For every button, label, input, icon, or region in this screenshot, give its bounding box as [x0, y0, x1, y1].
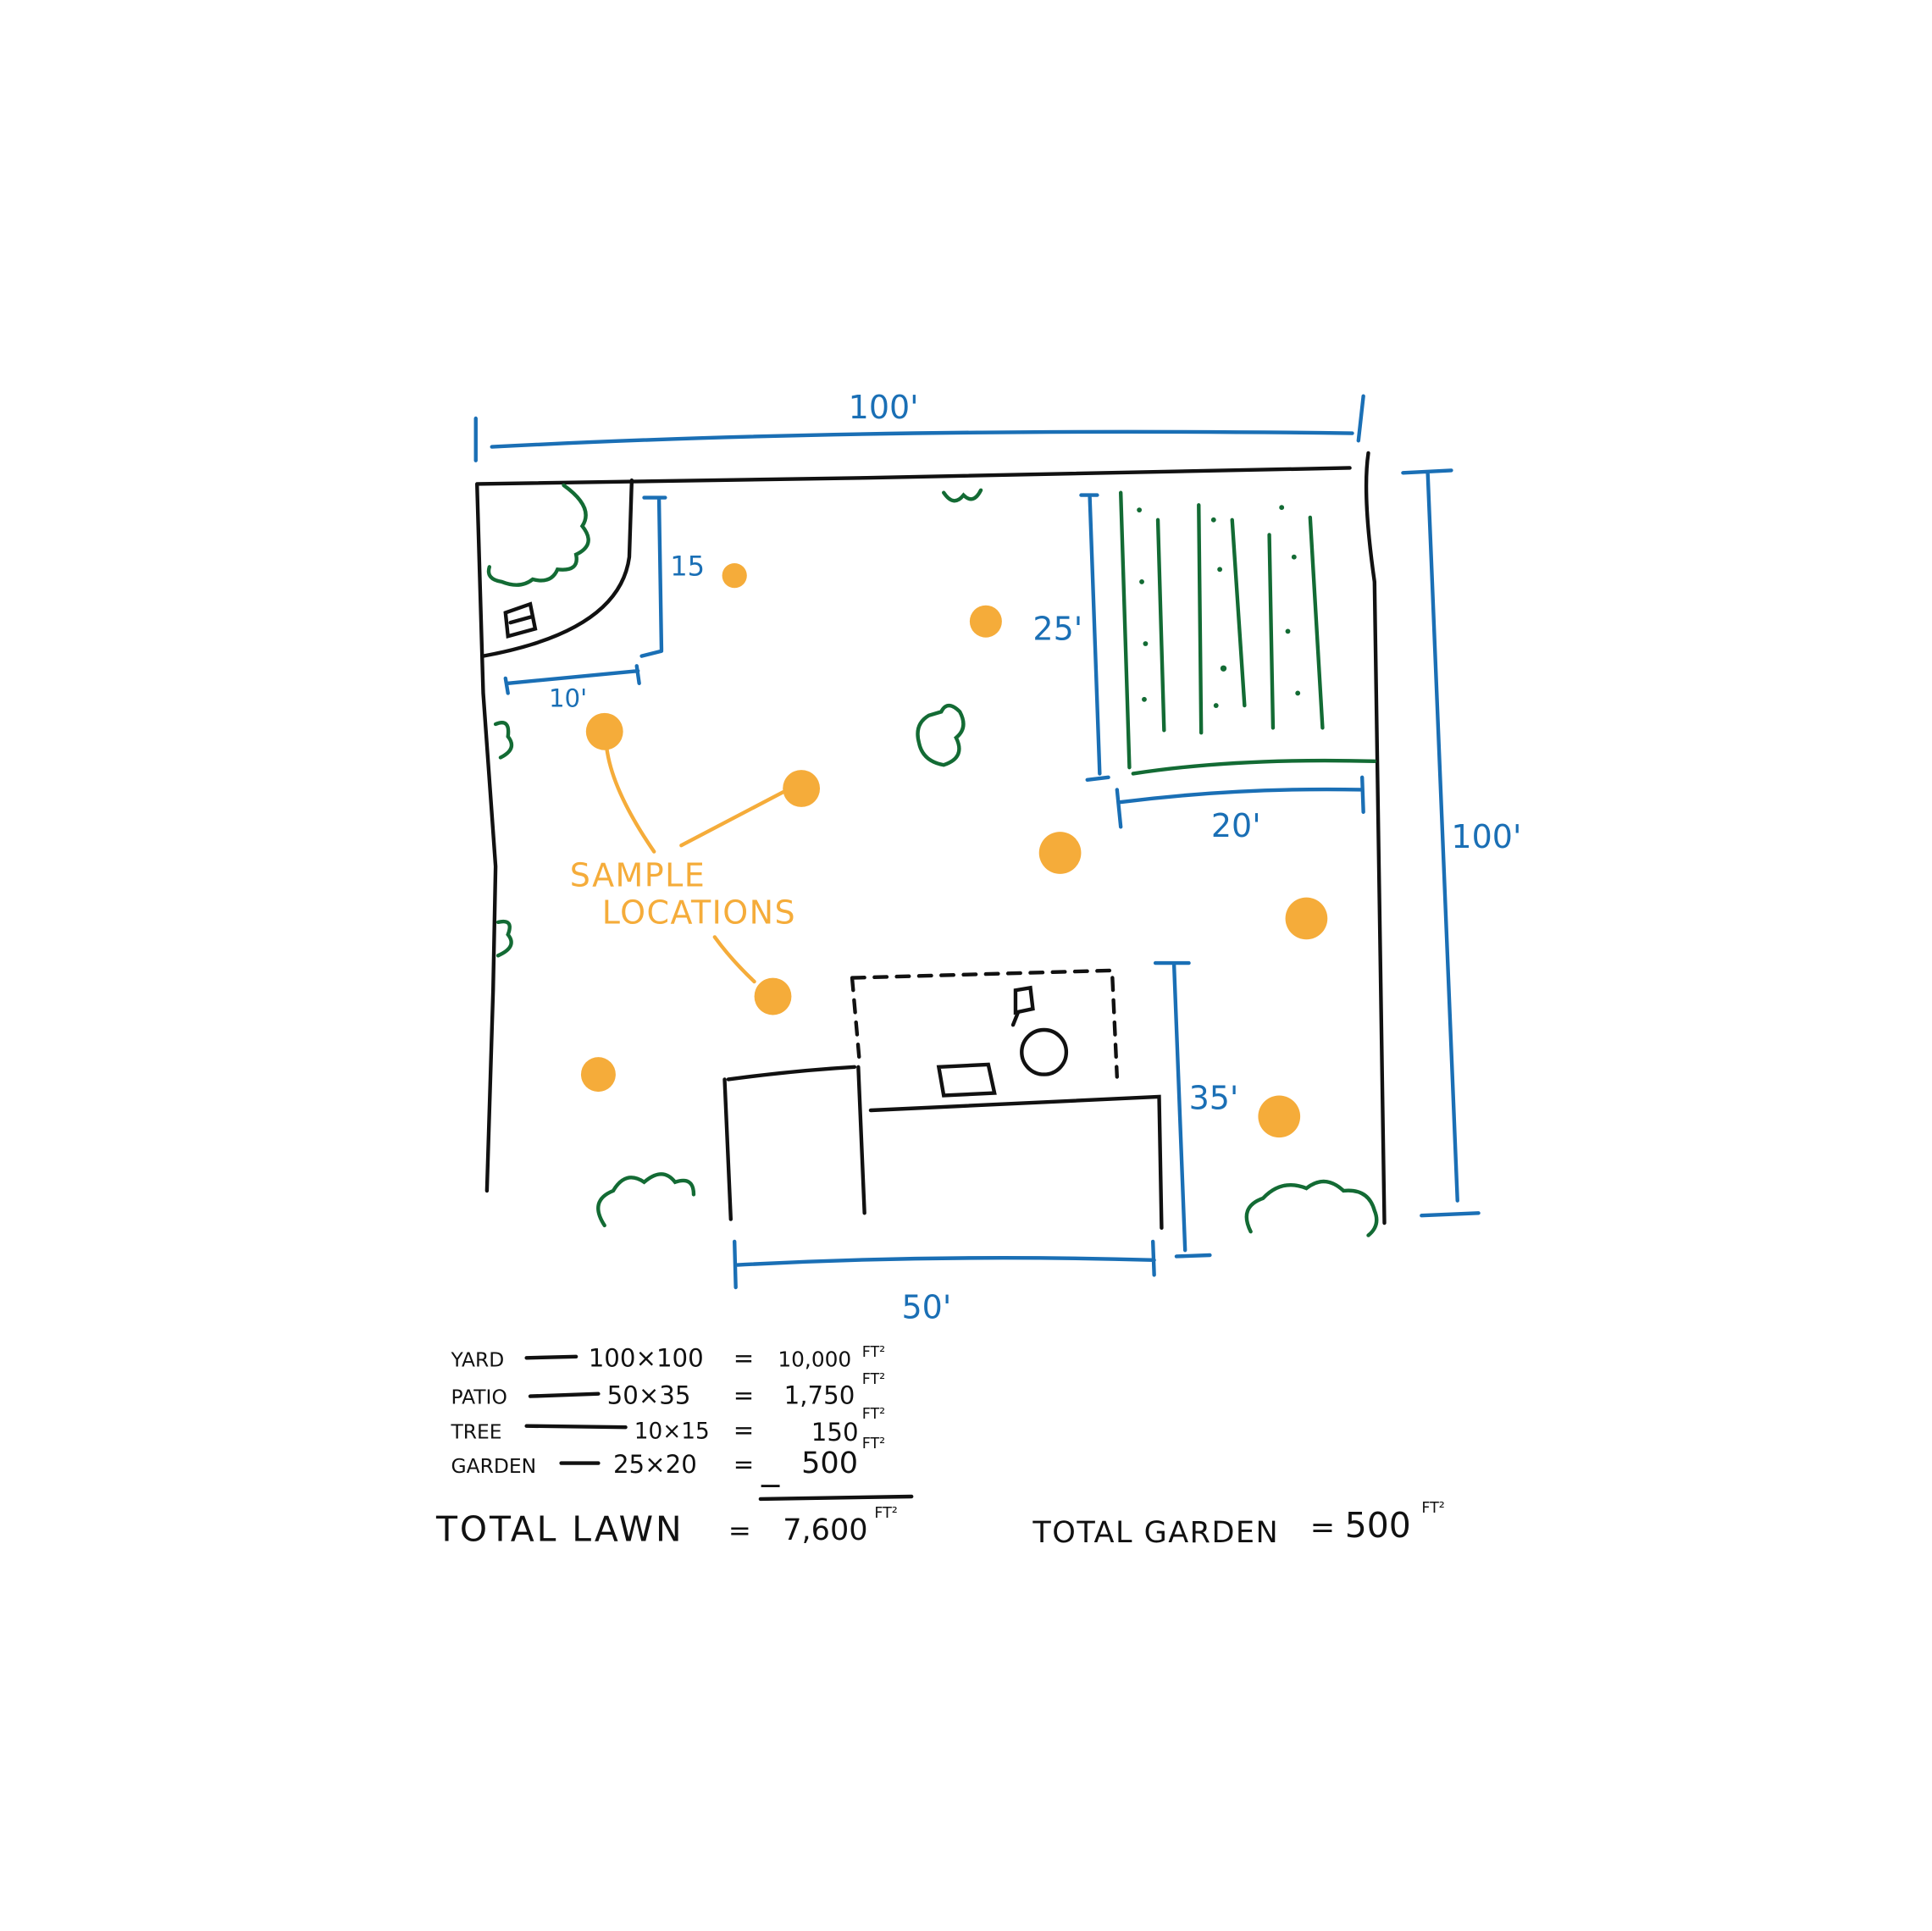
garden-beds [1119, 490, 1376, 776]
svg-text:PATIO: PATIO [451, 1385, 507, 1408]
label-garden-width: 20' [1211, 807, 1261, 844]
svg-text:TOTAL GARDEN: TOTAL GARDEN [1032, 1515, 1279, 1550]
label-tree-width: 10' [549, 684, 587, 713]
total-garden: TOTAL GARDEN = 500 FT² [1032, 1500, 1444, 1550]
label-yard-width: 100' [849, 389, 919, 426]
dim-line-patio-height [1153, 960, 1212, 1259]
sample-point [783, 770, 821, 807]
svg-text:YARD: YARD [451, 1348, 505, 1372]
dim-line-garden-height [1079, 493, 1110, 782]
sample-point [969, 605, 1002, 638]
svg-text:50×35: 50×35 [607, 1380, 691, 1409]
svg-text:500: 500 [801, 1446, 858, 1480]
svg-text:=: = [733, 1380, 754, 1409]
dim-line-yard-height [1401, 468, 1481, 1218]
svg-text:FT²: FT² [862, 1344, 885, 1361]
dim-line-tree-width [503, 664, 641, 695]
svg-text:FT²: FT² [1421, 1500, 1445, 1517]
sample-point [585, 712, 623, 750]
svg-text:FT²: FT² [862, 1406, 885, 1423]
annotation-leader-lines [605, 748, 785, 984]
annotation-sample: SAMPLE [570, 856, 706, 894]
calc-row-patio: PATIO 50×35 = 1,750 FT² [451, 1371, 886, 1409]
svg-text:25×20: 25×20 [613, 1450, 697, 1479]
shrub-icon [495, 919, 513, 958]
label-yard-height: 100' [1451, 818, 1521, 855]
label-patio-height: 35' [1189, 1080, 1239, 1117]
dim-line-patio-width [732, 1239, 1156, 1290]
patio-cover-outline [850, 968, 1119, 1079]
sample-point [1258, 1095, 1301, 1138]
svg-text:500: 500 [1345, 1505, 1411, 1546]
dim-line-garden-width [1115, 775, 1365, 829]
svg-text:=: = [728, 1514, 751, 1546]
svg-text:100×100: 100×100 [589, 1344, 704, 1373]
svg-text:TOTAL LAWN: TOTAL LAWN [435, 1509, 684, 1550]
shrub-icon [493, 721, 514, 760]
sample-point [1285, 897, 1328, 940]
svg-text:10,000: 10,000 [778, 1347, 851, 1372]
total-lawn: TOTAL LAWN = 7,600 FT² [435, 1505, 898, 1550]
shrub-icon [1244, 1179, 1379, 1237]
svg-text:=: = [733, 1450, 754, 1479]
svg-text:FT²: FT² [874, 1505, 898, 1522]
dim-line-tree-height [639, 495, 667, 658]
area-calculations: YARD 100×100 = 10,000 FT² PATIO 50×35 = … [435, 1344, 1445, 1551]
svg-text:150: 150 [811, 1418, 859, 1447]
svg-text:=: = [1310, 1510, 1335, 1545]
shrub-icon [942, 488, 983, 503]
sample-point [580, 1057, 616, 1093]
calc-row-yard: YARD 100×100 = 10,000 FT² [451, 1344, 886, 1373]
svg-text:10×15: 10×15 [634, 1419, 710, 1444]
calc-row-tree: TREE 10×15 = 150 FT² [451, 1406, 886, 1447]
svg-text:=: = [733, 1344, 754, 1373]
label-garden-height: 25' [1032, 611, 1082, 648]
patio-outline [722, 1065, 1164, 1231]
svg-text:GARDEN: GARDEN [451, 1454, 537, 1478]
svg-text:7,600: 7,600 [783, 1513, 867, 1547]
tree-icon [486, 483, 590, 587]
grill-icon [936, 1062, 997, 1098]
table-icon [1020, 1027, 1069, 1076]
shrub-icon [916, 703, 966, 767]
bench-icon [503, 601, 538, 639]
svg-text:FT²: FT² [862, 1371, 885, 1388]
annotation-locations: LOCATIONS [602, 894, 796, 931]
label-patio-width: 50' [902, 1289, 952, 1326]
label-tree-height: 15 [670, 551, 705, 583]
svg-text:FT²: FT² [862, 1436, 885, 1452]
svg-text:=: = [733, 1415, 754, 1444]
shrub-icon [596, 1172, 696, 1228]
svg-text:1,750: 1,750 [784, 1380, 855, 1409]
sample-points [580, 563, 1328, 1138]
dim-line-yard-width [473, 394, 1365, 462]
sample-point [722, 563, 747, 589]
svg-text:TREE: TREE [451, 1419, 502, 1443]
sample-point [1038, 832, 1082, 874]
sum-line [758, 1494, 914, 1502]
calc-row-garden: GARDEN 25×20 = 500 FT² [451, 1436, 886, 1480]
chair-icon [1010, 985, 1035, 1027]
yard-boundary [474, 451, 1387, 1226]
sample-point [754, 977, 792, 1015]
tree-area-boundary [481, 478, 634, 658]
